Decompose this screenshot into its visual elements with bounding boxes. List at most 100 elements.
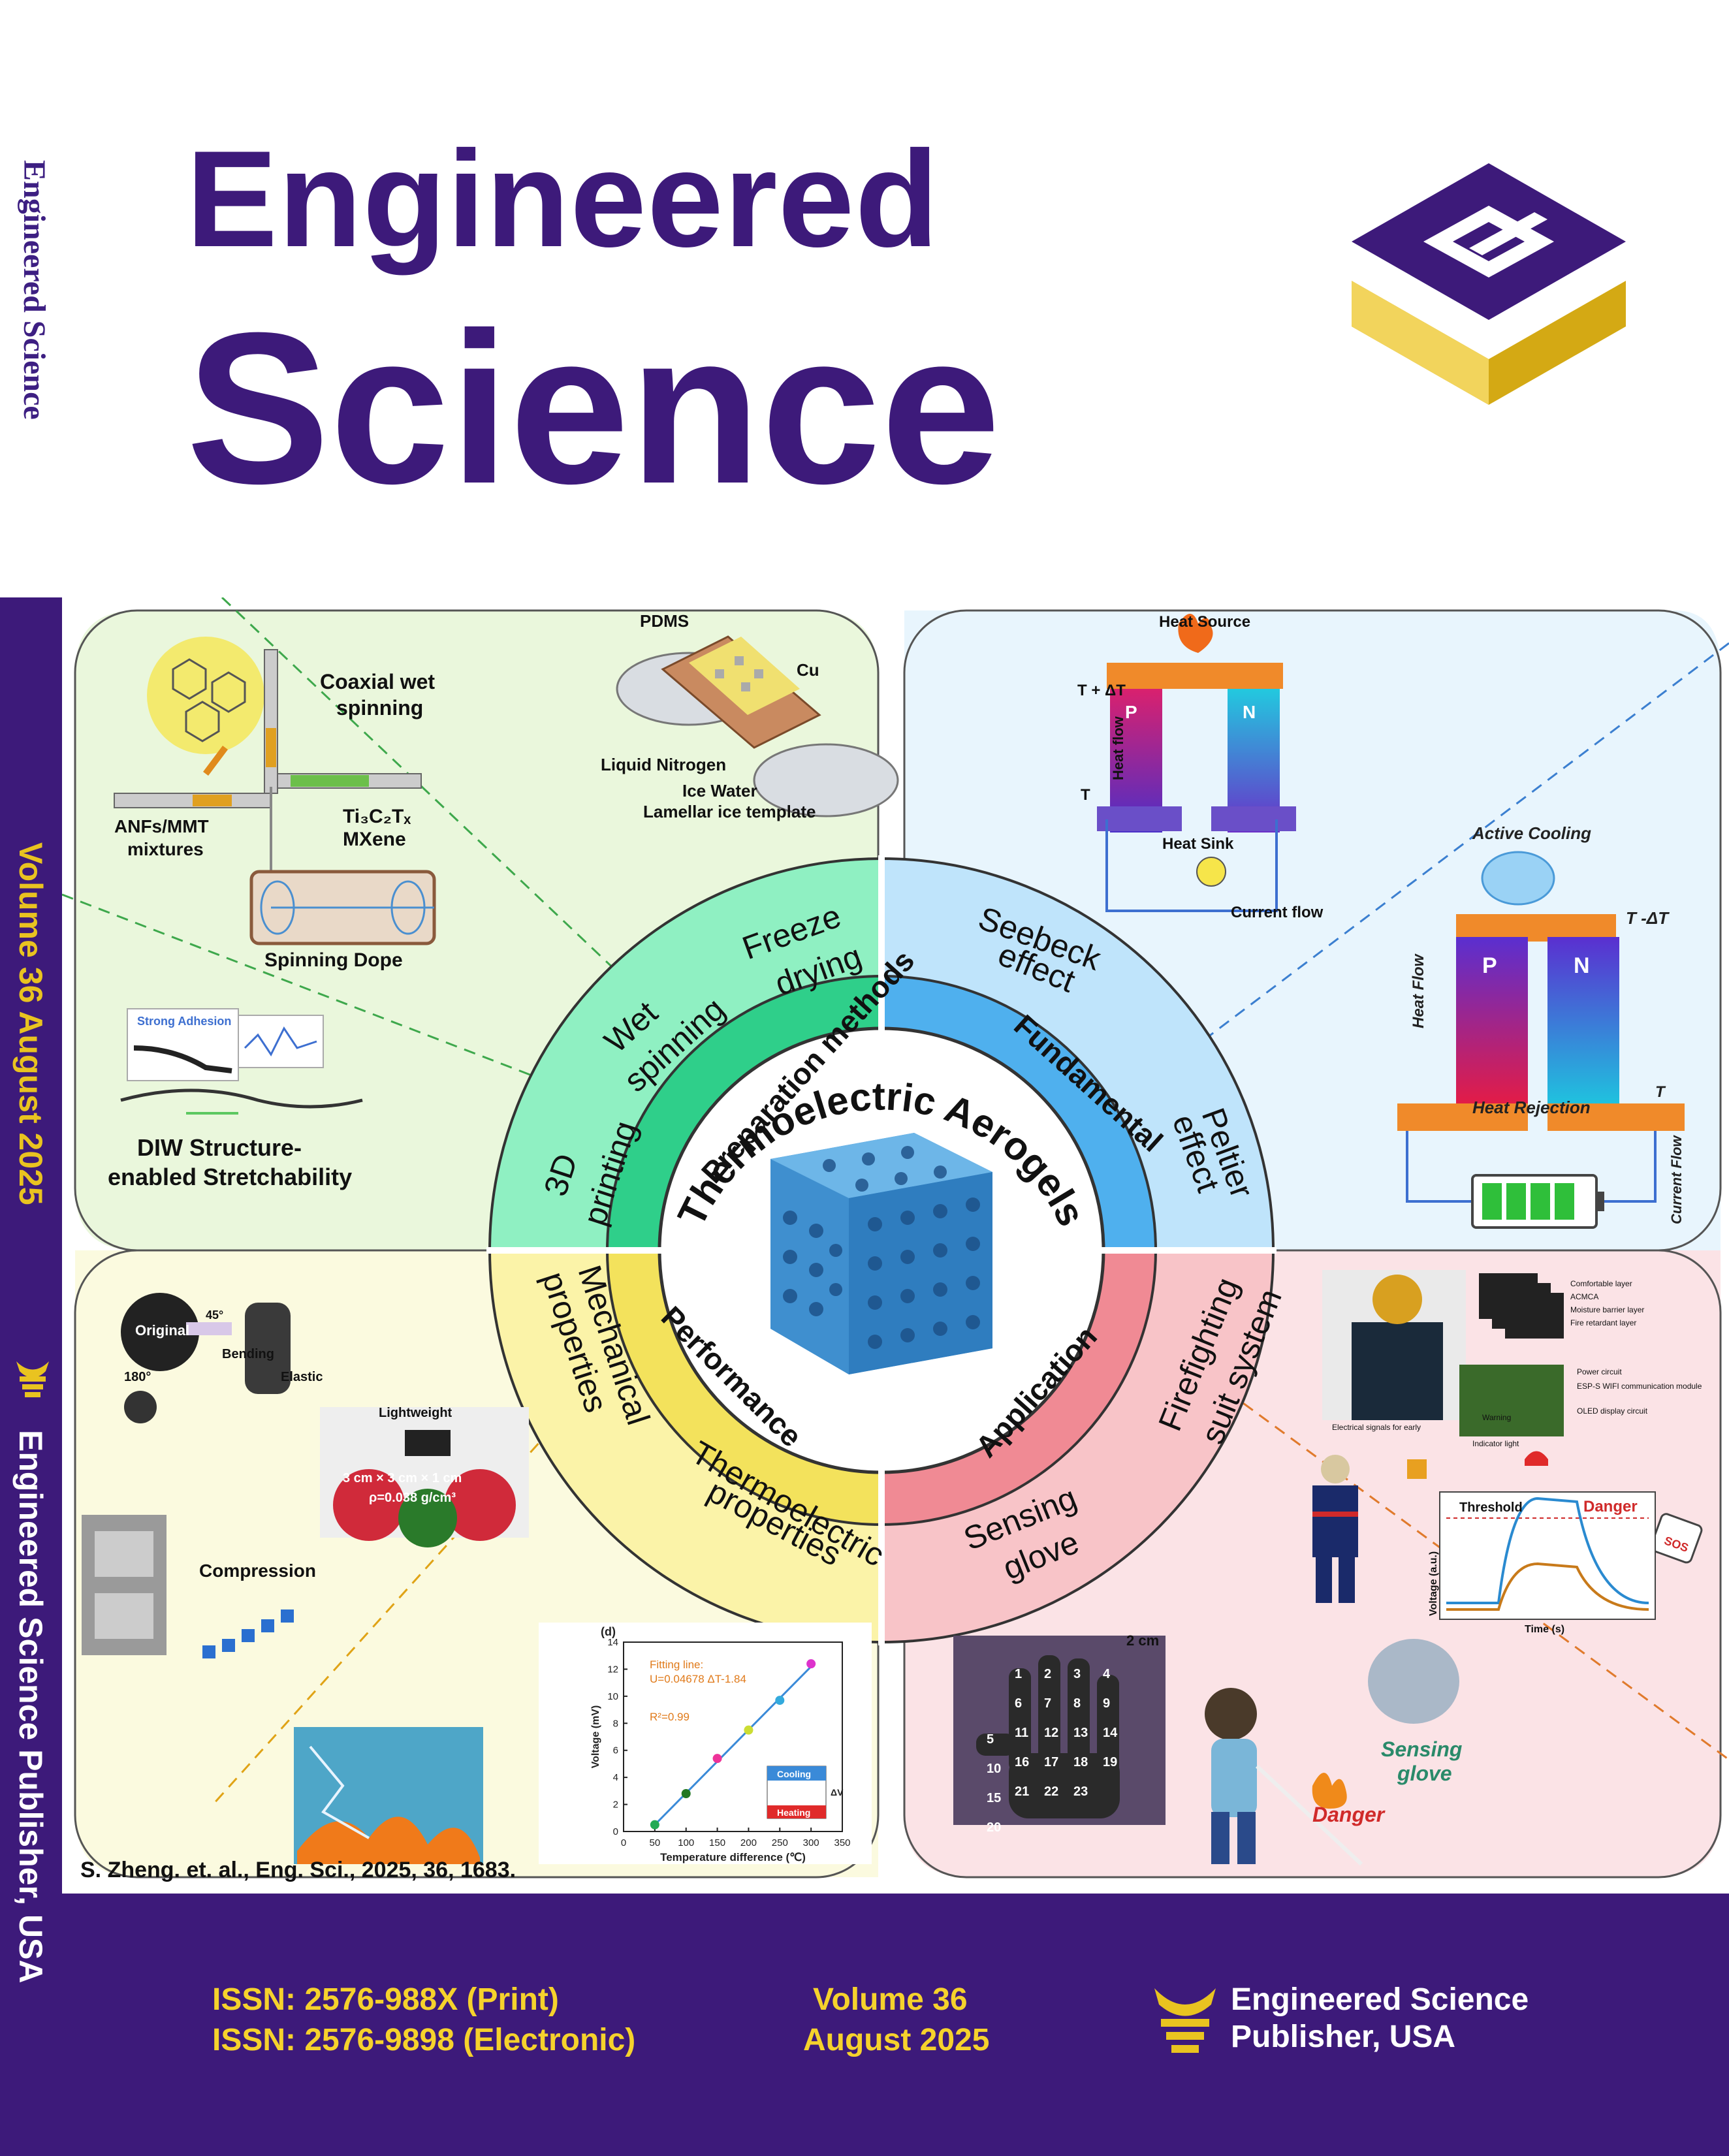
label-45deg: 45°: [206, 1308, 223, 1322]
chart-frame: [623, 1641, 843, 1832]
firefighter-suit-photo: [1322, 1270, 1564, 1436]
circuit-label: Power circuit: [1577, 1367, 1622, 1376]
finger-number: 16: [1015, 1755, 1029, 1769]
finger-number: 10: [987, 1762, 1001, 1776]
data-point: [775, 1696, 785, 1705]
label-n2: N: [1574, 953, 1590, 978]
y-tick-label: 10: [607, 1691, 618, 1702]
inset-cooling-label: Cooling: [777, 1769, 811, 1779]
flame-photo: [294, 1727, 483, 1864]
suit-layer-labels: Comfortable layer ACMCA Moisture barrier…: [1332, 1279, 1702, 1448]
footer-publisher-2: Publisher, USA: [1231, 2020, 1456, 2054]
y-tick-label: 8: [613, 1718, 618, 1729]
label-180deg: 180°: [124, 1370, 151, 1384]
x-axis-label: Temperature difference (℃): [660, 1851, 806, 1863]
inset-dv-label: ΔV: [831, 1787, 844, 1798]
label-active-cooling: Active Cooling: [1472, 823, 1591, 843]
panel-label: (d): [601, 1625, 616, 1638]
inset-cooling-bar: [767, 1766, 826, 1781]
label-p: P: [1125, 702, 1137, 722]
label-t-plus: T + ΔT: [1077, 682, 1126, 699]
layer-label: ACMCA: [1570, 1292, 1598, 1301]
label-current-flow-2: Current Flow: [1668, 1134, 1685, 1224]
spine-title: Engineered Science: [17, 160, 52, 420]
x-tick-label: 300: [803, 1837, 819, 1848]
y-tick-label: 0: [613, 1826, 618, 1837]
freeze-drying-illustration: [616, 635, 899, 817]
x-tick-label: 200: [740, 1837, 757, 1848]
x-tick-label: 150: [709, 1837, 725, 1848]
footer-date: August 2025: [803, 2023, 990, 2057]
label-coaxial-2: spinning: [336, 696, 423, 720]
label-strong-adhesion: Strong Adhesion: [137, 1015, 231, 1028]
label-current-flow: Current flow: [1231, 904, 1324, 921]
label-scale: 2 cm: [1126, 1632, 1159, 1649]
coaxial-spinning-illustration: [114, 637, 436, 945]
y-tick-label: 12: [607, 1664, 618, 1675]
label-electrical: Electrical signals for early: [1332, 1423, 1421, 1432]
journal-title-line1: Engineered: [186, 122, 940, 276]
label-spinning-dope: Spinning Dope: [264, 949, 403, 971]
finger-number: 4: [1103, 1667, 1111, 1681]
label-sensing-glove-1: Sensing: [1381, 1737, 1462, 1761]
label-heat-rejection: Heat Rejection: [1472, 1098, 1591, 1117]
label-pdms: PDMS: [640, 611, 689, 631]
y-tick-label: 2: [613, 1799, 618, 1811]
citation: S. Zheng. et. al., Eng. Sci., 2025, 36, …: [80, 1858, 516, 1882]
label-danger-2: Danger: [1312, 1803, 1386, 1826]
label-liquid-nitrogen: Liquid Nitrogen: [601, 755, 726, 774]
y-tick-label: 6: [613, 1745, 618, 1756]
data-point: [650, 1820, 659, 1830]
issn-electronic: ISSN: 2576-9898 (Electronic): [212, 2023, 636, 2057]
label-density: ρ=0.038 g/cm³: [369, 1491, 456, 1505]
x-tick-label: 250: [772, 1837, 788, 1848]
finger-number: 11: [1015, 1726, 1028, 1740]
finger-number: 17: [1044, 1755, 1058, 1769]
finger-number: 3: [1073, 1667, 1081, 1681]
label-lamellar: Lamellar ice template: [643, 802, 816, 821]
spine-publisher-logo-icon: [16, 1361, 49, 1397]
label-danger-chart: Danger: [1583, 1498, 1638, 1515]
finger-number: 20: [987, 1820, 1001, 1835]
circuit-label: ESP-S WIFI communication module: [1577, 1382, 1702, 1391]
data-point: [681, 1789, 691, 1798]
label-diw-1: DIW Structure-: [137, 1134, 302, 1161]
footer-band: [62, 1894, 1729, 2156]
label-anfs-2: mixtures: [127, 839, 204, 859]
footer-volume: Volume 36: [813, 1982, 968, 2017]
sensing-glove-photo: [953, 1636, 1166, 1825]
label-heat-sink: Heat Sink: [1162, 835, 1234, 853]
layer-label: Comfortable layer: [1570, 1279, 1632, 1288]
inset-heating-bar: [767, 1805, 826, 1818]
label-original: Original: [135, 1322, 189, 1339]
finger-number: 8: [1073, 1696, 1081, 1711]
data-point: [806, 1659, 816, 1669]
fit-label: Fitting line:: [650, 1658, 703, 1671]
finger-number: 1: [1015, 1667, 1022, 1681]
label-warning: Warning: [1482, 1413, 1511, 1422]
fit-line: [654, 1666, 812, 1826]
label-heat-flow: Heat flow: [1110, 716, 1126, 780]
seebeck-diagram: [1097, 614, 1296, 912]
compression-photo: [82, 1515, 294, 1658]
finger-number: 6: [1015, 1696, 1022, 1711]
threshold-chart: [1439, 1491, 1656, 1620]
y-tick-label: 4: [613, 1772, 618, 1783]
finger-number: 2: [1044, 1667, 1051, 1681]
peltier-diagram: [1397, 851, 1685, 1229]
label-mxene-1: Ti₃C₂Tₓ: [343, 806, 411, 827]
label-size: 3 cm × 3 cm × 1 cm: [343, 1471, 462, 1485]
y-axis-label: Voltage (mV): [590, 1705, 601, 1769]
x-tick-label: 0: [621, 1837, 626, 1848]
finger-number: 19: [1103, 1755, 1117, 1769]
blind-person-illustration: [1205, 1639, 1459, 1866]
finger-number: 21: [1015, 1784, 1029, 1799]
finger-number: 23: [1073, 1784, 1088, 1799]
spine-publisher: Engineered Science Publisher, USA: [12, 1430, 49, 1984]
graphical-abstract: Preparation methods Fundamental Performa…: [62, 597, 1729, 1894]
label-indicator: Indicator light: [1472, 1439, 1519, 1448]
x-tick-label: 100: [678, 1837, 694, 1848]
label-time-axis: Time (s): [1525, 1624, 1564, 1635]
label-n: N: [1243, 702, 1256, 722]
